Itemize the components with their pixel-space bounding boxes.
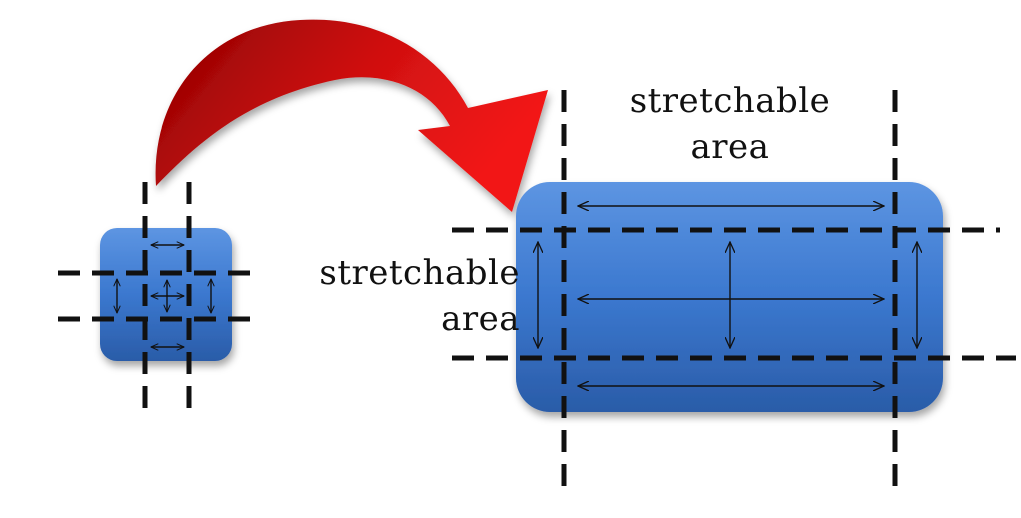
top-label-line1: stretchable bbox=[629, 81, 831, 121]
small-box-guides bbox=[58, 182, 250, 416]
left-label-line1: stretchable bbox=[319, 253, 520, 293]
left-stretchable-label: stretchable area bbox=[280, 250, 520, 342]
large-box-guides bbox=[452, 90, 1016, 495]
top-label-line2: area bbox=[690, 127, 770, 167]
curved-red-arrow-icon bbox=[155, 19, 548, 212]
left-label-line2: area bbox=[441, 299, 520, 339]
large-box-arrows bbox=[538, 206, 917, 386]
small-box-arrows bbox=[117, 245, 211, 347]
top-stretchable-label: stretchable area bbox=[600, 78, 860, 170]
small-source-box bbox=[100, 228, 232, 361]
four-way-arrow-icon bbox=[151, 280, 184, 312]
